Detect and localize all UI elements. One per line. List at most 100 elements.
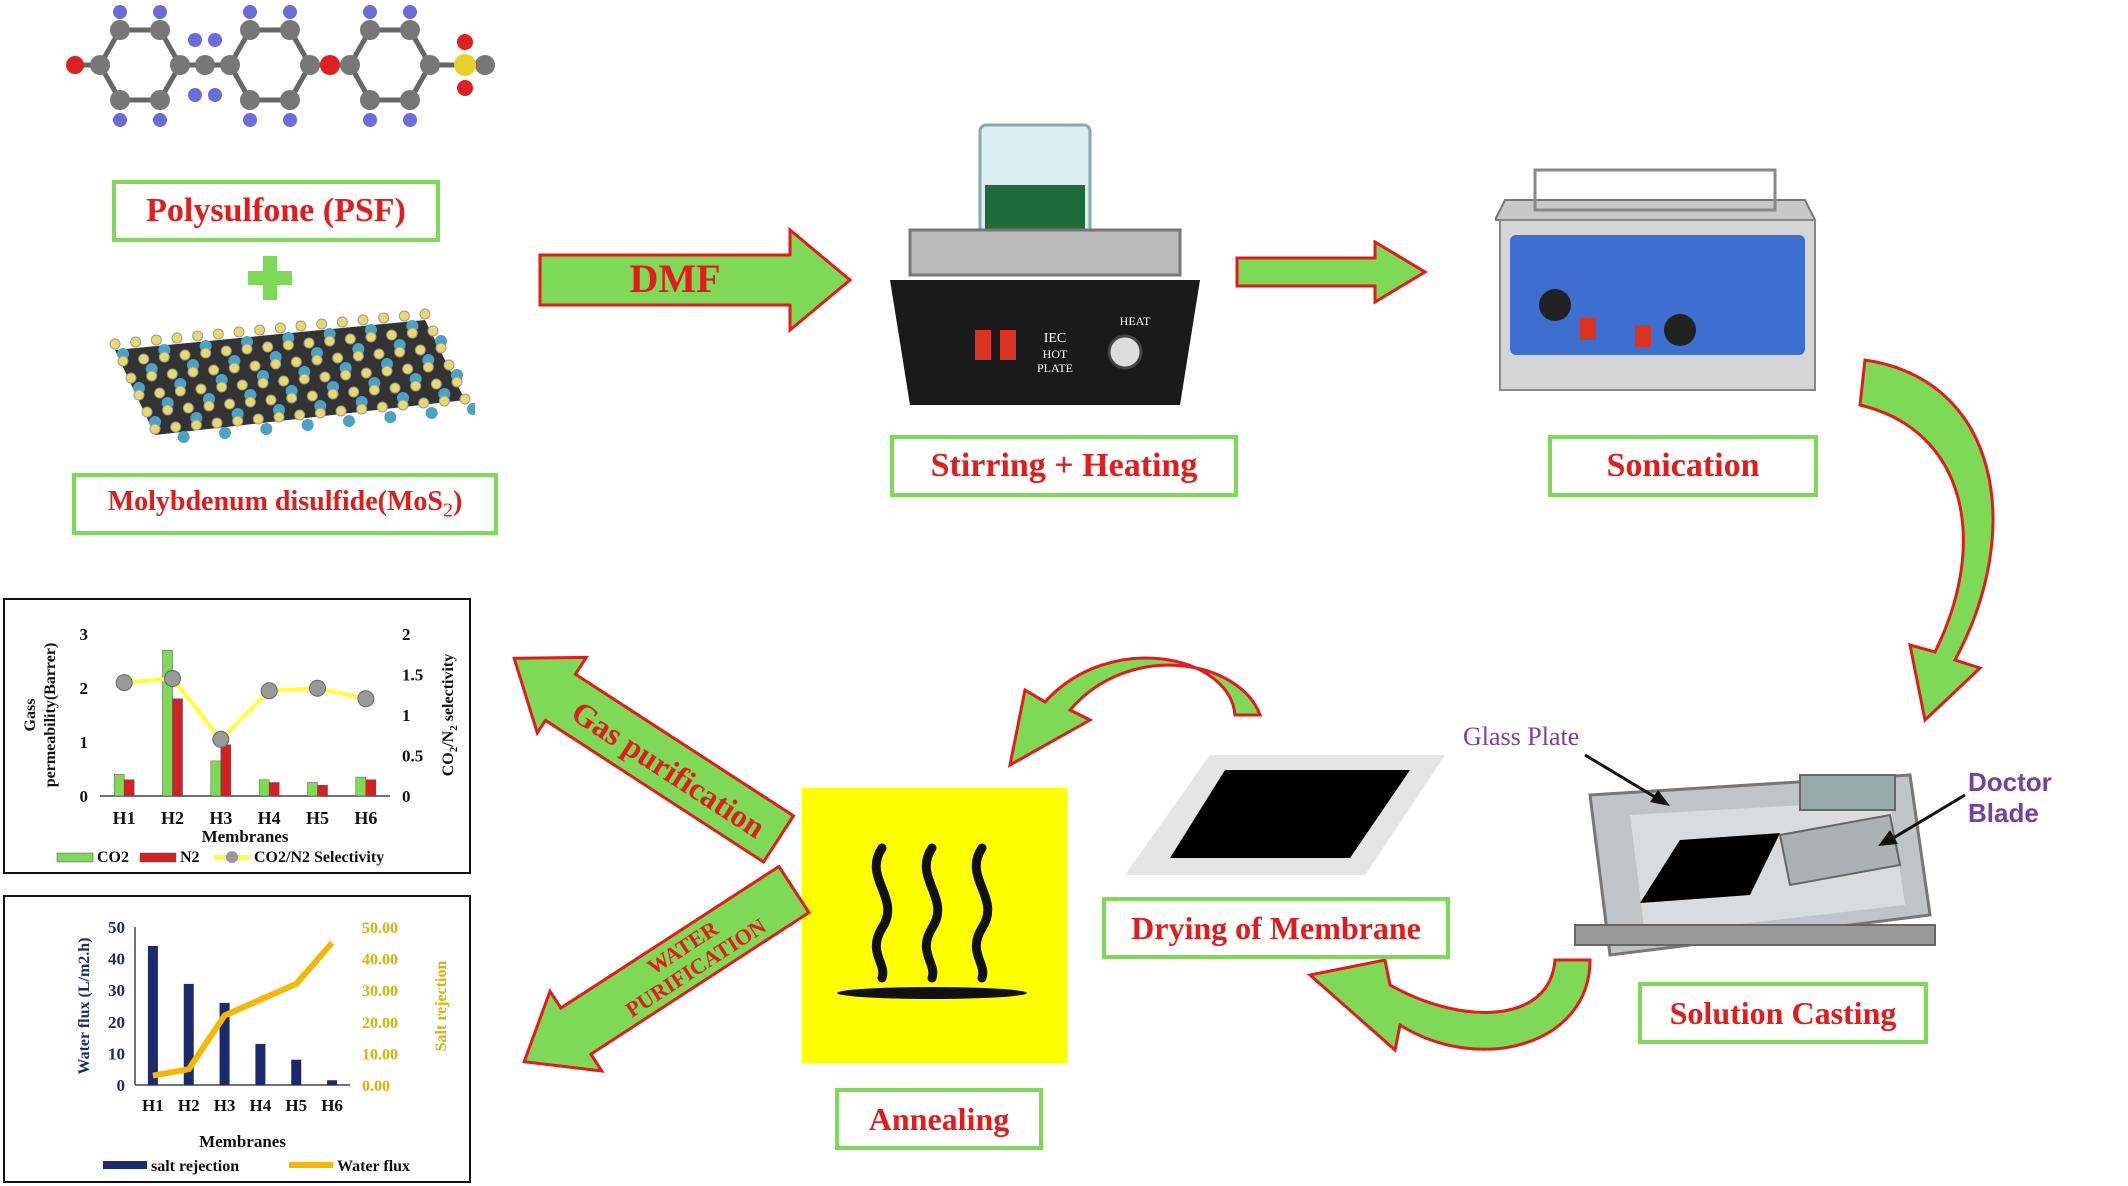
svg-text:IEC: IEC	[1044, 331, 1067, 346]
y-tick-label: 30	[108, 981, 125, 1000]
svg-text:PLATE: PLATE	[1037, 361, 1073, 375]
y2-tick-label: 0.00	[362, 1078, 390, 1095]
bar-co2	[307, 782, 318, 797]
y2-tick-label: 40.00	[362, 952, 398, 969]
selectivity-point	[357, 690, 375, 708]
y2-tick-label: 1.5	[402, 666, 423, 685]
mos2-lattice-image	[109, 308, 475, 443]
bar-salt-rejection	[219, 1002, 230, 1085]
hotplate-image: IEC HOT PLATE HEAT	[890, 123, 1200, 405]
x-tick-label: H4	[258, 808, 281, 828]
bar-co2	[258, 779, 270, 797]
y-tick-label: 20	[108, 1013, 125, 1032]
y2-tick-label: 1	[402, 706, 411, 725]
x-tick-label: H2	[161, 808, 184, 828]
legend-label: Water flux	[337, 1158, 410, 1175]
psf-label: Polysulfone (PSF)	[112, 180, 440, 242]
bar-co2	[210, 760, 222, 797]
bar-n2	[123, 779, 135, 797]
y2-tick-label: 30.00	[362, 983, 398, 1000]
x-tick-label: H3	[209, 808, 232, 828]
bar-n2	[317, 784, 328, 797]
drying-plate-image	[1125, 755, 1445, 875]
mos2-label: Molybdenum disulfide(MoS2)	[72, 473, 498, 535]
legend-label: CO2	[97, 849, 129, 866]
sonication-text: Sonication	[1606, 447, 1760, 484]
legend-swatch-marker	[226, 851, 238, 863]
solution-casting-label: Solution Casting	[1638, 982, 1928, 1044]
x-tick-label: H3	[214, 1096, 236, 1115]
gas-purification-arrow: Gas purification	[512, 655, 796, 865]
bar-co2	[355, 776, 367, 797]
y-tick-label: 10	[108, 1044, 125, 1063]
y-tick-label: 40	[108, 950, 125, 969]
svg-text:HOT: HOT	[1043, 347, 1068, 361]
bar-n2	[365, 779, 377, 797]
y2-tick-label: 20.00	[362, 1015, 398, 1032]
y-tick-label: 1	[80, 733, 89, 752]
bar-salt-rejection	[255, 1043, 266, 1085]
psf-label-text: Polysulfone (PSF)	[146, 192, 406, 229]
y-tick-label: 0	[80, 787, 89, 806]
water-purification-arrow: WATER PURIFICATION	[522, 864, 811, 1073]
y-tick-label: 2	[80, 679, 89, 698]
stirring-heating-label: Stirring + Heating	[890, 435, 1238, 497]
legend-swatch	[103, 1161, 147, 1169]
x-tick-label: H2	[178, 1096, 200, 1115]
selectivity-point	[164, 670, 181, 688]
glass-plate-label: Glass Plate	[1463, 722, 1580, 751]
y2-tick-label: 10.00	[362, 1046, 398, 1063]
annealing-text: Annealing	[868, 1100, 1010, 1137]
svg-text:HEAT: HEAT	[1120, 314, 1151, 328]
bar-n2	[268, 782, 280, 797]
sonication-label: Sonication	[1548, 435, 1818, 497]
bar-n2	[172, 698, 183, 797]
gas-purification-text: Gas purification	[565, 693, 772, 845]
y2-tick-label: 2	[402, 625, 411, 644]
y2-axis-label: Salt rejection	[433, 961, 450, 1052]
selectivity-point	[115, 674, 133, 692]
selectivity-point	[212, 730, 230, 748]
annealing-label: Annealing	[835, 1088, 1043, 1150]
x-tick-label: H6	[321, 1096, 343, 1115]
x-tick-label: H5	[285, 1096, 307, 1115]
bar-salt-rejection	[147, 945, 158, 1085]
glass-plate-pointer	[1584, 753, 1670, 806]
x-tick-label: H4	[250, 1096, 272, 1115]
water-flux-line	[152, 940, 335, 1079]
legend-label: N2	[180, 849, 200, 866]
drying-text: Drying of Membrane	[1131, 909, 1421, 946]
x-tick-label: H1	[113, 808, 136, 828]
selectivity-line	[123, 676, 367, 743]
legend-label: CO2/N2 Selectivity	[254, 849, 384, 866]
plus-icon	[248, 256, 292, 300]
y2-tick-label: 50.00	[362, 920, 398, 937]
doctor-blade-pointer	[1878, 793, 1966, 846]
annealing-heat-panel	[802, 788, 1067, 1063]
x-tick-label: H1	[142, 1096, 164, 1115]
bar-co2	[113, 774, 125, 797]
sonicator-image	[1495, 168, 1817, 391]
bar-salt-rejection	[327, 1080, 338, 1085]
heat-waves-icon	[837, 843, 1027, 999]
curved-arrow-to-drying	[1306, 958, 1592, 1053]
legend-swatch	[139, 852, 177, 863]
x-axis-label: Membranes	[199, 1132, 286, 1151]
bar-salt-rejection	[291, 1059, 302, 1085]
mos2-label-text: Molybdenum disulfide(MoS2)	[107, 485, 463, 522]
selectivity-point	[309, 679, 326, 697]
legend-swatch	[56, 852, 94, 863]
legend-label: salt rejection	[151, 1158, 239, 1175]
x-axis-label: Membranes	[202, 827, 289, 846]
psf-molecule-image	[66, 5, 495, 127]
y-axis-label-line2: permeability(Barrer)	[42, 643, 59, 788]
y2-axis-label: CO2/N2 selectivity	[440, 654, 460, 777]
y-tick-label: 0	[117, 1076, 126, 1095]
x-tick-label: H6	[354, 808, 377, 828]
water-flux-chart: 0 10 20 30 40 50 0.00 10.00 20.00 30.00 40.00 50.00…	[3, 895, 471, 1183]
curved-arrow-to-casting	[1858, 358, 1995, 723]
selectivity-point	[260, 682, 278, 700]
y-tick-label: 50	[108, 918, 125, 937]
